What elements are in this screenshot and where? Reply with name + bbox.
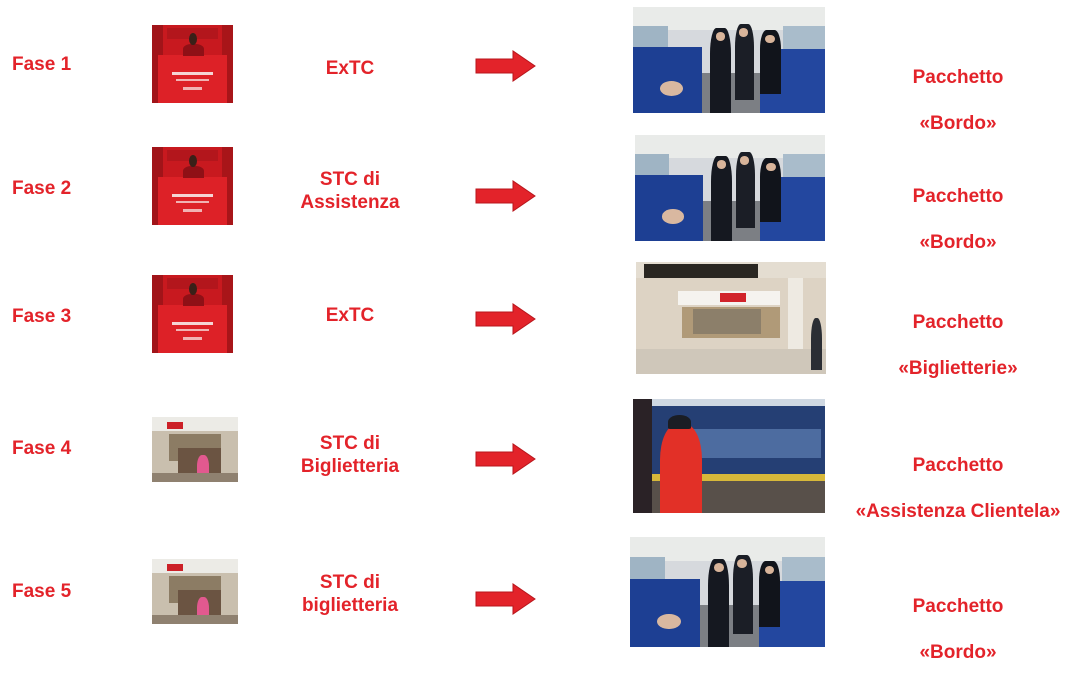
right-arrow-icon [475, 303, 536, 335]
right-arrow-icon [475, 180, 536, 212]
ticket-office-thumbnail [152, 417, 238, 482]
ticket-office-thumbnail [152, 559, 238, 624]
phase-label: Fase 5 [12, 581, 72, 602]
package-name: «Biglietterie» [898, 358, 1018, 379]
service-label: STC di Biglietteria [300, 433, 400, 477]
train-interior-photo [635, 135, 825, 241]
assistance-booth-thumbnail [152, 25, 233, 103]
phase-label: Fase 3 [12, 306, 72, 327]
phase-label: Fase 2 [12, 178, 72, 199]
package-label: Pacchetto «Assistenza Clientela» [828, 431, 1088, 546]
package-label: Pacchetto «Bordo» [838, 572, 1078, 687]
assistance-booth-thumbnail [152, 275, 233, 353]
ticket-office-photo [636, 262, 826, 374]
package-label: Pacchetto «Bordo» [838, 162, 1078, 277]
service-label: STC di biglietteria [301, 572, 399, 616]
phase-label: Fase 1 [12, 54, 72, 75]
service-label: ExTC [325, 58, 375, 79]
package-title: Pacchetto [912, 455, 1004, 476]
right-arrow-icon [475, 50, 536, 82]
package-title: Pacchetto [912, 186, 1004, 207]
train-interior-photo [630, 537, 825, 647]
package-label: Pacchetto «Biglietterie» [838, 288, 1078, 403]
phase-label: Fase 4 [12, 438, 72, 459]
package-title: Pacchetto [912, 596, 1004, 617]
package-name: «Bordo» [919, 642, 997, 663]
right-arrow-icon [475, 583, 536, 615]
train-platform-photo [633, 399, 825, 513]
package-label: Pacchetto «Bordo» [838, 43, 1078, 158]
package-title: Pacchetto [912, 312, 1004, 333]
service-label: ExTC [325, 305, 375, 326]
package-title: Pacchetto [912, 67, 1004, 88]
right-arrow-icon [475, 443, 536, 475]
train-interior-photo [633, 7, 825, 113]
service-label: STC di Assistenza [300, 169, 400, 213]
assistance-booth-thumbnail [152, 147, 233, 225]
package-name: «Assistenza Clientela» [855, 501, 1061, 522]
package-name: «Bordo» [919, 232, 997, 253]
package-name: «Bordo» [919, 113, 997, 134]
